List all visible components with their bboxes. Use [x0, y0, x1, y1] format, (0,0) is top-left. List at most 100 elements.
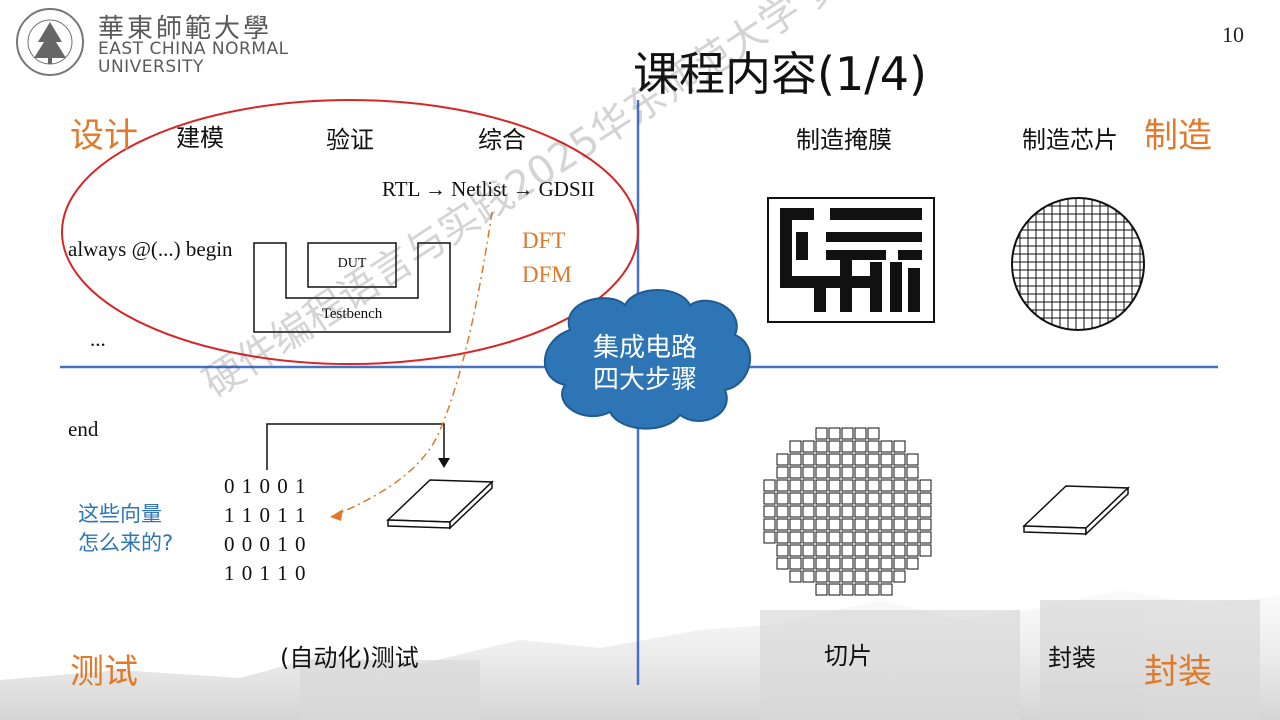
- diced-die: [854, 557, 867, 570]
- diced-die: [815, 505, 828, 518]
- diced-die: [854, 492, 867, 505]
- diced-die: [893, 466, 906, 479]
- design-step-synthesis: 综合: [478, 126, 526, 154]
- diced-die: [893, 492, 906, 505]
- diced-die: [802, 518, 815, 531]
- diced-die: [815, 518, 828, 531]
- automated-test-caption: (自动化)测试: [280, 644, 419, 672]
- slide-title: 课程内容(1/4): [633, 47, 927, 101]
- diced-die: [802, 479, 815, 492]
- design-highlight-ellipse: [61, 99, 639, 365]
- diced-die: [841, 583, 854, 596]
- diced-die: [828, 440, 841, 453]
- diced-die: [802, 557, 815, 570]
- diced-die: [906, 479, 919, 492]
- diced-die: [854, 427, 867, 440]
- diced-die: [919, 518, 932, 531]
- diced-die: [893, 453, 906, 466]
- diced-die: [841, 427, 854, 440]
- diced-die: [776, 453, 789, 466]
- wafer-grid-icon: [1011, 197, 1145, 331]
- diced-die: [841, 544, 854, 557]
- diced-die: [906, 518, 919, 531]
- synthesis-flow: RTL → Netlist → GDSII: [382, 177, 595, 201]
- diced-die: [906, 505, 919, 518]
- diced-die: [828, 531, 841, 544]
- diced-die: [854, 570, 867, 583]
- testbench-label: Testbench: [321, 306, 383, 322]
- diced-die: [815, 427, 828, 440]
- diced-die: [906, 453, 919, 466]
- diced-die: [815, 570, 828, 583]
- diced-die: [776, 557, 789, 570]
- diced-wafer-icon: [763, 427, 932, 596]
- diced-die: [867, 453, 880, 466]
- diced-die: [828, 492, 841, 505]
- diced-die: [802, 531, 815, 544]
- diced-die: [867, 427, 880, 440]
- diced-die: [880, 479, 893, 492]
- diced-die: [854, 479, 867, 492]
- diced-die: [789, 557, 802, 570]
- diced-die: [802, 440, 815, 453]
- diced-die: [789, 570, 802, 583]
- diced-die: [854, 453, 867, 466]
- dft-to-vectors-arrow: [334, 211, 493, 516]
- diced-die: [880, 518, 893, 531]
- diced-die: [906, 492, 919, 505]
- design-label: 设计: [70, 116, 138, 156]
- diced-die: [880, 505, 893, 518]
- diced-die: [867, 440, 880, 453]
- test-vector-row: 1 1 0 1 1: [224, 503, 307, 527]
- diced-die: [867, 544, 880, 557]
- diced-die: [815, 492, 828, 505]
- diced-die: [815, 557, 828, 570]
- diced-die: [841, 557, 854, 570]
- dut-box: [307, 242, 397, 288]
- vector-question: 这些向量 怎么来的?: [78, 502, 174, 555]
- dfm-label: DFM: [522, 262, 572, 287]
- diced-die: [802, 570, 815, 583]
- diced-die: [867, 518, 880, 531]
- diced-die: [776, 544, 789, 557]
- diced-die: [789, 518, 802, 531]
- diced-die: [906, 531, 919, 544]
- diced-die: [880, 492, 893, 505]
- diced-die: [854, 583, 867, 596]
- diced-die: [893, 518, 906, 531]
- diced-die: [893, 531, 906, 544]
- diced-die: [763, 505, 776, 518]
- diced-die: [802, 505, 815, 518]
- test-vector-row: 0 0 0 1 0: [224, 532, 307, 556]
- diced-die: [841, 479, 854, 492]
- diced-die: [815, 479, 828, 492]
- diced-die: [893, 557, 906, 570]
- manufacture-chip-label: 制造芯片: [1022, 126, 1118, 154]
- diced-die: [919, 505, 932, 518]
- diced-die: [841, 570, 854, 583]
- diced-die: [906, 557, 919, 570]
- diced-die: [789, 479, 802, 492]
- diced-die: [880, 466, 893, 479]
- center-cloud-shape: [543, 289, 752, 430]
- dut-label: DUT: [337, 256, 367, 271]
- diced-die: [763, 479, 776, 492]
- design-step-verification: 验证: [326, 126, 374, 154]
- university-seal-icon: [16, 8, 84, 76]
- diced-die: [828, 583, 841, 596]
- diced-die: [854, 518, 867, 531]
- testbench-outline: [253, 242, 451, 333]
- diced-die: [789, 440, 802, 453]
- design-step-modeling: 建模: [176, 124, 224, 152]
- diced-die: [789, 505, 802, 518]
- diced-die: [776, 505, 789, 518]
- diced-die: [802, 492, 815, 505]
- test-vectors: 0 1 0 0 1 1 1 0 1 1 0 0 0 1 0 1 0 1 1 0: [224, 472, 307, 588]
- test-chip-icon: [386, 479, 494, 530]
- diced-die: [828, 453, 841, 466]
- diced-die: [867, 492, 880, 505]
- diced-die: [776, 479, 789, 492]
- diced-die: [854, 466, 867, 479]
- diced-die: [880, 557, 893, 570]
- diced-die: [854, 505, 867, 518]
